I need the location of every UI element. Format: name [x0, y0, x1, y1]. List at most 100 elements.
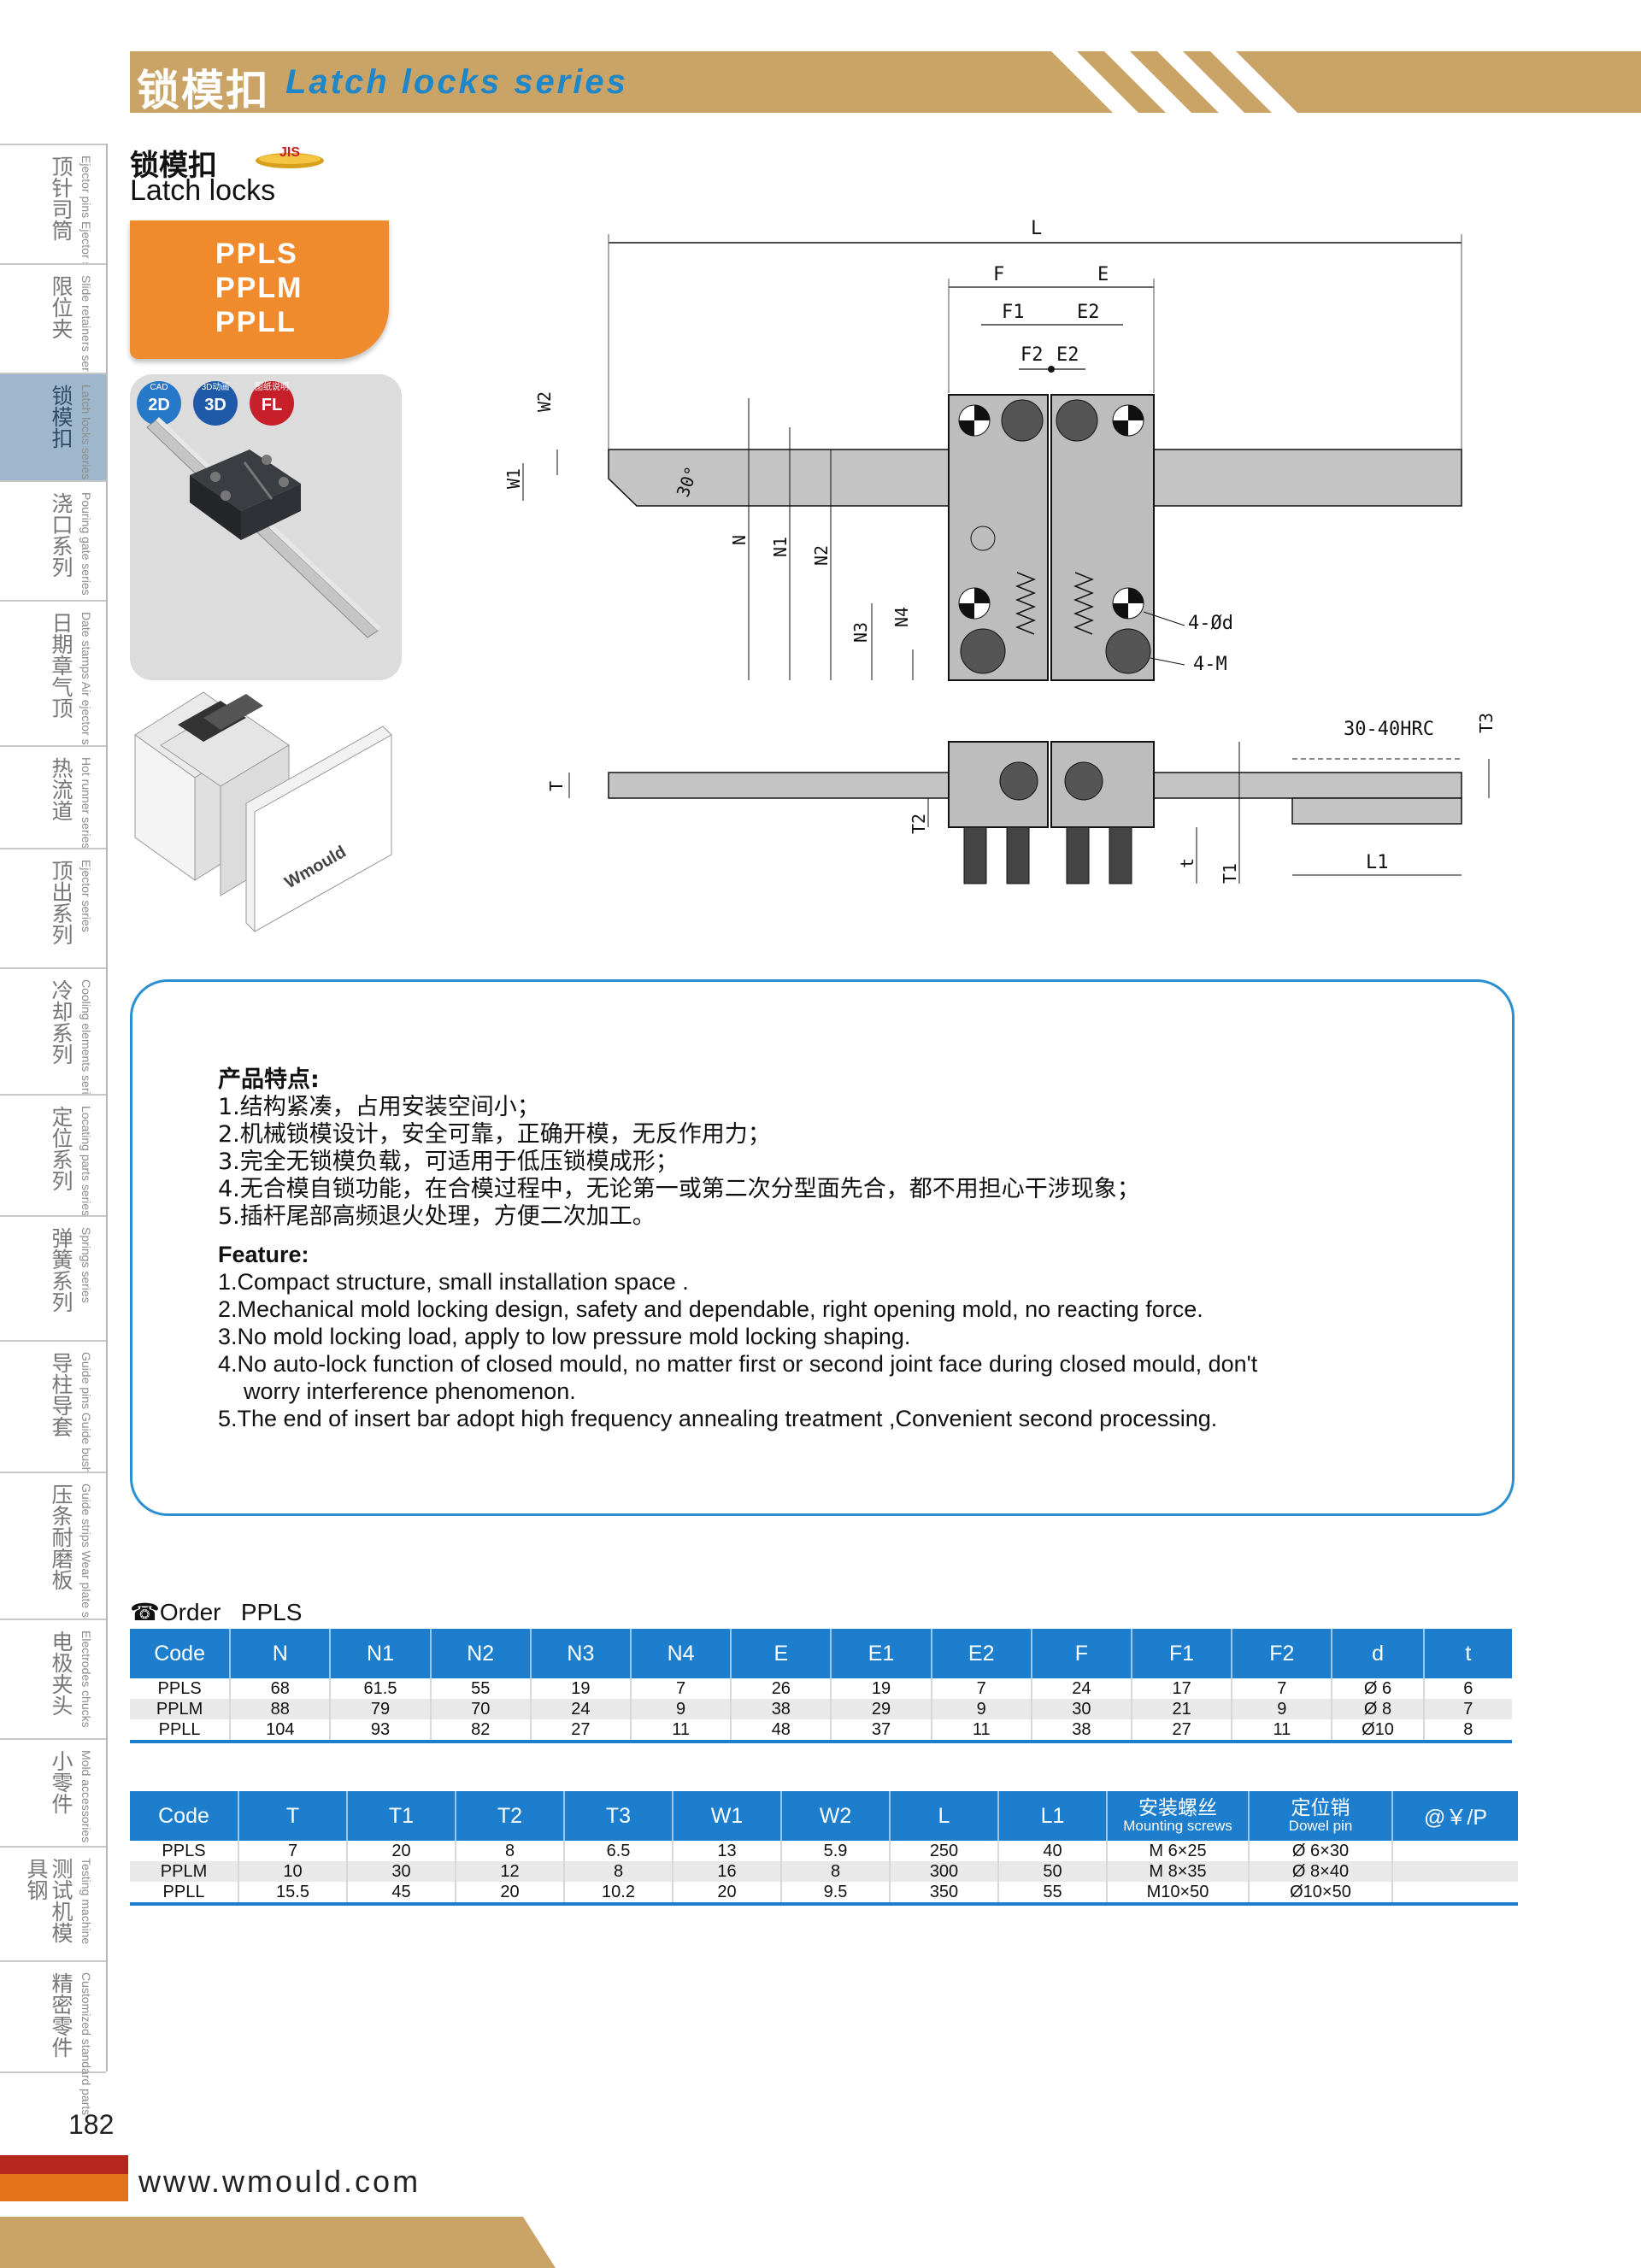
col-header: Code: [130, 1629, 232, 1678]
feature-item-en: 3.No mold locking load, apply to low pre…: [218, 1324, 911, 1349]
model-code: PPLS: [215, 238, 298, 270]
col-header: N2: [430, 1629, 532, 1678]
jis-badge-text: JIS: [279, 145, 300, 160]
sidebar-item-electrodes[interactable]: 电极夹头 Electrodes chucks: [0, 1619, 106, 1738]
table-header-row: Code N N1 N2 N3 N4 E E1 E2 F F1 F2 d t: [130, 1629, 1512, 1678]
col-header: E1: [831, 1629, 932, 1678]
sidebar-item-sublabel: Springs series: [79, 1227, 93, 1303]
sidebar-item-label: 热流道: [49, 757, 74, 821]
feature-item-en: 4.No auto-lock function of closed mould,…: [218, 1351, 1258, 1377]
col-header: F1: [1132, 1629, 1233, 1678]
sidebar-item-testing-machine[interactable]: 测试机模具钢 Testing machine: [0, 1846, 106, 1960]
sidebar-item-date-stamps[interactable]: 日期章气顶 Date stamps Air ejector series: [0, 600, 106, 771]
dim-T1: T1: [1220, 863, 1240, 884]
model-codes-box: PPLS PPLM PPLL: [130, 220, 389, 359]
sidebar-item-sublabel: Date stamps Air ejector series: [79, 612, 93, 771]
sidebar-item-latch-locks[interactable]: 锁模扣 Latch locks series: [0, 373, 106, 480]
footer-accent-red: [0, 2155, 128, 2174]
dim-T2: T2: [909, 814, 929, 834]
page-number: 182: [68, 2109, 115, 2140]
dim-thread: 4-M: [1193, 654, 1227, 675]
sidebar-item-label: 浇口系列: [49, 492, 74, 578]
banner-stripes: [1051, 51, 1297, 113]
col-header: T3: [564, 1791, 673, 1841]
sidebar-item-ejector-series[interactable]: 顶出系列 Ejector series: [0, 848, 106, 967]
feature-item-cn: 1.结构紧凑，占用安装空间小；: [218, 1094, 540, 1120]
dim-N2: N2: [811, 545, 832, 566]
sidebar-item-label: 小零件: [49, 1750, 74, 1814]
sidebar-item-sublabel: Guide strips Wear plate series: [79, 1484, 93, 1644]
footer-accent-orange: [0, 2174, 128, 2201]
sidebar-item-ejector-pins[interactable]: 顶针司筒 Ejector pins Ejector sleeves: [0, 144, 106, 303]
sidebar-item-sublabel: Pouring gate series: [79, 492, 93, 596]
sidebar-item-cooling[interactable]: 冷却系列 Cooling elements series: [0, 967, 106, 1107]
header-title-cn: 锁模扣: [137, 66, 270, 115]
dim-N: N: [729, 535, 750, 545]
sidebar-item-label: 压条耐磨板: [49, 1484, 74, 1590]
col-header-dowel-pin: 定位销 Dowel pin: [1249, 1791, 1393, 1841]
website-link[interactable]: www.wmould.com: [138, 2164, 421, 2199]
sidebar-item-sublabel: Ejector series: [79, 860, 93, 932]
spec-table-2: Code T T1 T2 T3 W1 W2 L L1 安装螺丝 Mounting…: [130, 1791, 1518, 1906]
dim-W1: W1: [503, 468, 524, 489]
product-title-en: Latch locks: [130, 174, 276, 207]
dim-F1: F1: [1002, 302, 1025, 323]
model-code: PPLL: [215, 306, 297, 338]
sidebar-item-sublabel: Mold accessories: [79, 1750, 93, 1843]
col-header: t: [1423, 1629, 1512, 1678]
sidebar-item-label: 顶针司筒: [49, 156, 74, 241]
sidebar-item-label: 顶出系列: [49, 860, 74, 945]
dim-N4: N4: [891, 607, 912, 627]
header-title-en: Latch locks series: [285, 63, 628, 101]
dim-F: F: [993, 264, 1004, 285]
feature-box: 产品特点: 1.结构紧凑，占用安装空间小； 2.机械锁模设计，安全可靠，正确开模…: [130, 979, 1515, 1516]
jis-badge: JIS: [256, 145, 324, 168]
sidebar: 顶针司筒 Ejector pins Ejector sleeves 限位夹 Sl…: [0, 144, 108, 2115]
dim-N3: N3: [850, 622, 871, 643]
feature-item-en: 5.The end of insert bar adopt high frequ…: [218, 1406, 1218, 1431]
sidebar-item-label: 导柱导套: [49, 1352, 74, 1437]
col-header: N4: [631, 1629, 732, 1678]
sidebar-item-sublabel: Cooling elements series: [79, 979, 93, 1108]
dim-E2-upper: E2: [1077, 302, 1100, 323]
phone-icon: ☎: [130, 1599, 160, 1625]
sidebar-item-springs[interactable]: 弹簧系列 Springs series: [0, 1215, 106, 1340]
sidebar-item-customized-parts[interactable]: 精密零件 Customized standard parts: [0, 1960, 106, 2115]
sidebar-item-sublabel: Hot runner series: [79, 757, 93, 849]
sidebar-item-guide-pins[interactable]: 导柱导套 Guide pins Guide bushings: [0, 1340, 106, 1495]
sidebar-item-accessories[interactable]: 小零件 Mold accessories: [0, 1738, 106, 1846]
col-header: L: [890, 1791, 999, 1841]
sidebar-item-guide-strips[interactable]: 压条耐磨板 Guide strips Wear plate series: [0, 1472, 106, 1643]
feature-item-cn: 4.无合模自锁功能，在合模过程中，无论第一或第二次分型面先合，都不用担心干涉现象…: [218, 1176, 1140, 1202]
sidebar-item-hot-runner[interactable]: 热流道 Hot runner series: [0, 745, 106, 849]
table-header-row: Code T T1 T2 T3 W1 W2 L L1 安装螺丝 Mounting…: [130, 1791, 1518, 1841]
col-header: W1: [673, 1791, 782, 1841]
spec-table-1: Code N N1 N2 N3 N4 E E1 E2 F F1 F2 d t P…: [130, 1629, 1512, 1743]
sidebar-item-locating[interactable]: 定位系列 Locating parts series: [0, 1094, 106, 1216]
col-header: T1: [347, 1791, 456, 1841]
col-header: N3: [530, 1629, 632, 1678]
dim-E: E: [1097, 264, 1109, 285]
features-heading-cn: 产品特点:: [218, 1066, 320, 1093]
col-header-mounting-screws: 安装螺丝 Mounting screws: [1107, 1791, 1250, 1841]
dim-L1: L1: [1366, 852, 1389, 873]
col-header: T2: [456, 1791, 565, 1841]
sidebar-item-label: 锁模扣: [49, 385, 74, 449]
sidebar-item-sublabel: Latch locks series: [79, 385, 93, 480]
sidebar-item-label: 弹簧系列: [49, 1227, 74, 1313]
sidebar-item-slide-retainers[interactable]: 限位夹 Slide retainers series: [0, 263, 106, 387]
model-code: PPLM: [215, 272, 303, 304]
sidebar-item-label: 限位夹: [49, 275, 74, 339]
col-header: Code: [130, 1791, 239, 1841]
feature-item-en: 1.Compact structure, small installation …: [218, 1269, 689, 1295]
col-header: T: [238, 1791, 348, 1841]
sidebar-item-label: 日期章气顶: [49, 612, 74, 719]
sidebar-item-pouring-gate[interactable]: 浇口系列 Pouring gate series: [0, 480, 106, 600]
